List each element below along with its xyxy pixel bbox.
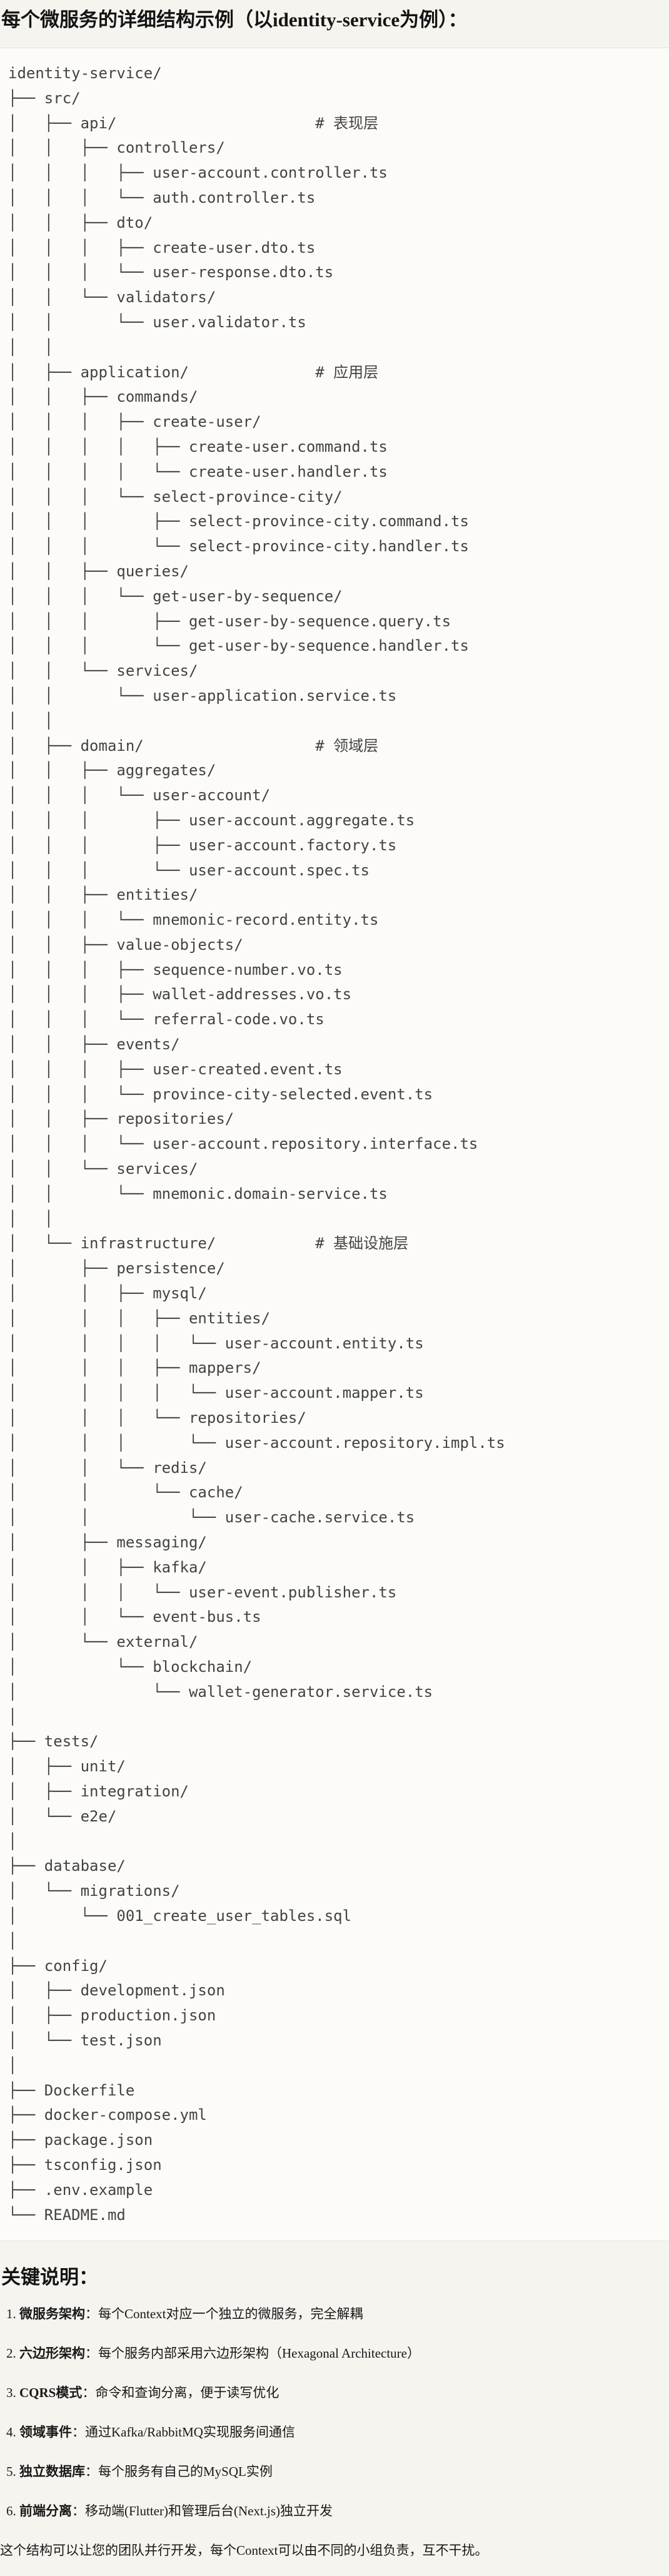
note-text: ：每个服务内部采用六边形架构（Hexagonal Architecture） [85, 2346, 420, 2361]
note-item: 5. 独立数据库：每个服务有自己的MySQL实例 [6, 2461, 669, 2482]
directory-tree-block: identity-service/ ├── src/ │ ├── api/ # … [0, 48, 669, 2242]
directory-tree: identity-service/ ├── src/ │ ├── api/ # … [8, 64, 505, 2224]
note-item: 6. 前端分离：移动端(Flutter)和管理后台(Next.js)独立开发 [6, 2501, 669, 2521]
note-item: 4. 领域事件：通过Kafka/RabbitMQ实现服务间通信 [6, 2422, 669, 2442]
note-term: 六边形架构 [19, 2346, 85, 2361]
note-term: 独立数据库 [19, 2464, 85, 2480]
note-item: 1. 微服务架构：每个Context对应一个独立的微服务，完全解耦 [6, 2304, 669, 2324]
note-term: CQRS模式 [19, 2385, 83, 2401]
note-number: 2. [6, 2346, 19, 2361]
note-term: 前端分离 [19, 2503, 72, 2519]
note-number: 5. [6, 2464, 19, 2480]
note-term: 领域事件 [19, 2425, 72, 2440]
note-number: 3. [6, 2385, 19, 2401]
note-number: 6. [6, 2503, 19, 2519]
note-text: ：每个服务有自己的MySQL实例 [85, 2464, 273, 2480]
note-text: ：通过Kafka/RabbitMQ实现服务间通信 [72, 2425, 295, 2440]
note-text: ：每个Context对应一个独立的微服务，完全解耦 [85, 2306, 363, 2322]
note-item: 2. 六边形架构：每个服务内部采用六边形架构（Hexagonal Archite… [6, 2343, 669, 2363]
notes-list: 1. 微服务架构：每个Context对应一个独立的微服务，完全解耦 2. 六边形… [0, 2304, 669, 2521]
closing-paragraph: 这个结构可以让您的团队并行开发，每个Context可以由不同的小组负责，互不干扰… [0, 2543, 488, 2558]
page-title: 每个微服务的详细结构示例（以identity-service为例）： [1, 9, 468, 31]
note-item: 3. CQRS模式：命令和查询分离，便于读写优化 [6, 2383, 669, 2403]
note-number: 1. [6, 2306, 19, 2322]
note-text: ：命令和查询分离，便于读写优化 [82, 2385, 279, 2401]
note-term: 微服务架构 [19, 2306, 85, 2322]
note-number: 4. [6, 2425, 19, 2440]
notes-section-title: 关键说明： [1, 2266, 98, 2289]
note-text: ：移动端(Flutter)和管理后台(Next.js)独立开发 [72, 2503, 333, 2519]
